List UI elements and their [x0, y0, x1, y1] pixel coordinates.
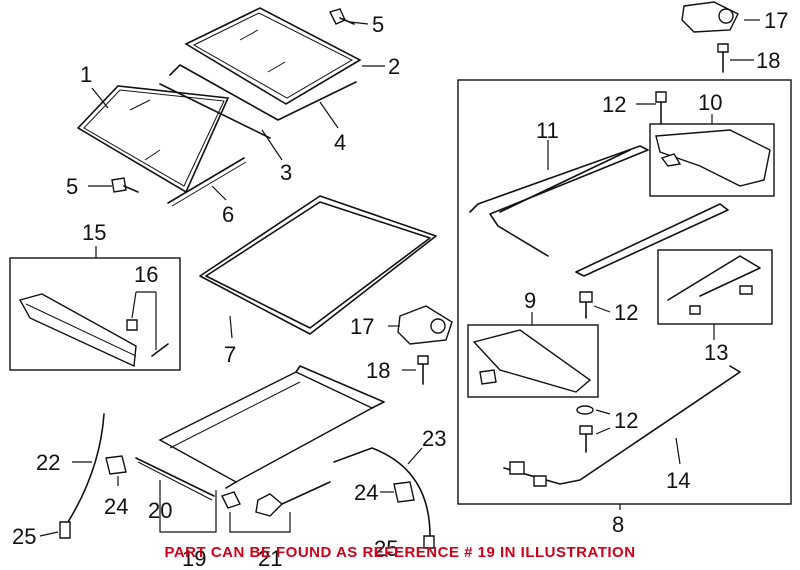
connector-14 — [509, 461, 547, 487]
callout-5-top: 5 — [372, 12, 384, 37]
reference-footnote: PART CAN BE FOUND AS REFERENCE # 19 IN I… — [164, 544, 636, 561]
callout-3: 3 — [280, 160, 292, 185]
callout-18-middle: 18 — [366, 358, 390, 383]
part-9-box — [467, 324, 599, 398]
callout-12-top: 12 — [602, 92, 626, 117]
callout-12-middle: 12 — [614, 300, 638, 325]
callout-2: 2 — [388, 54, 400, 79]
callout-12-bottom: 12 — [614, 408, 638, 433]
cable-set-13 — [667, 255, 761, 315]
sunshade-motor-21 — [221, 481, 331, 517]
callout-1: 1 — [80, 62, 92, 87]
callout-17-middle: 17 — [350, 314, 374, 339]
callout-16: 16 — [134, 262, 158, 287]
callout-9: 9 — [524, 288, 536, 313]
connector-24-right — [393, 481, 415, 503]
callout-10: 10 — [698, 90, 722, 115]
leader-lines — [39, 19, 760, 537]
callout-23: 23 — [422, 426, 446, 451]
callout-11: 11 — [536, 118, 559, 143]
callout-15: 15 — [82, 220, 106, 245]
bolt-12-top — [655, 91, 667, 125]
callout-24-left: 24 — [104, 494, 128, 519]
callout-labels: 1 2 3 4 5 5 6 7 8 9 10 11 12 12 12 13 14… — [12, 8, 788, 570]
callout-25-right: 25 — [374, 536, 398, 561]
callout-18-top: 18 — [756, 48, 780, 73]
connector-24-left — [105, 455, 127, 475]
callout-7: 7 — [224, 342, 236, 367]
callout-6: 6 — [222, 202, 234, 227]
bracket-10 — [655, 129, 771, 187]
motor-17-middle — [397, 305, 453, 345]
part-13-box — [657, 249, 773, 325]
callout-24-right: 24 — [354, 480, 378, 505]
callout-25-left: 25 — [12, 524, 36, 549]
bolt-18-top — [717, 43, 729, 73]
bolt-12-bottom — [576, 405, 594, 453]
drain-hose-22 — [67, 413, 105, 523]
bolt-18-middle — [417, 355, 429, 385]
bolt-12-middle — [579, 291, 593, 319]
bolt-5-left — [111, 177, 139, 193]
clip-16 — [126, 319, 169, 357]
part-15-box — [9, 257, 181, 371]
side-deflector-panel — [18, 293, 137, 368]
drain-hose-23 — [333, 447, 431, 537]
callout-21: 21 — [258, 546, 282, 570]
valve-25-left — [59, 521, 71, 539]
deflector-strip — [167, 157, 245, 204]
callout-22: 22 — [36, 450, 60, 475]
bolt-5-top — [329, 8, 355, 25]
callout-5-left: 5 — [66, 174, 78, 199]
motor-17-top — [681, 1, 739, 33]
bracket-9 — [472, 329, 592, 393]
rear-glass-panel — [184, 7, 362, 105]
callout-20: 20 — [148, 498, 172, 523]
glass-seal-frame — [199, 195, 437, 335]
front-seal-strip — [159, 83, 271, 139]
callout-17-top: 17 — [764, 8, 788, 33]
callout-8: 8 — [612, 512, 624, 537]
sunshade-front-strip — [135, 457, 215, 497]
front-glass-panel — [76, 85, 230, 194]
callout-14: 14 — [666, 468, 690, 493]
rear-seal-strip — [169, 64, 357, 121]
sunshade-assembly — [158, 365, 385, 489]
valve-25-right — [423, 535, 435, 549]
callout-4: 4 — [334, 130, 346, 155]
callout-13: 13 — [704, 340, 728, 365]
guide-rail — [469, 145, 729, 277]
part-8-box — [457, 79, 792, 505]
callout-19: 19 — [182, 546, 206, 570]
